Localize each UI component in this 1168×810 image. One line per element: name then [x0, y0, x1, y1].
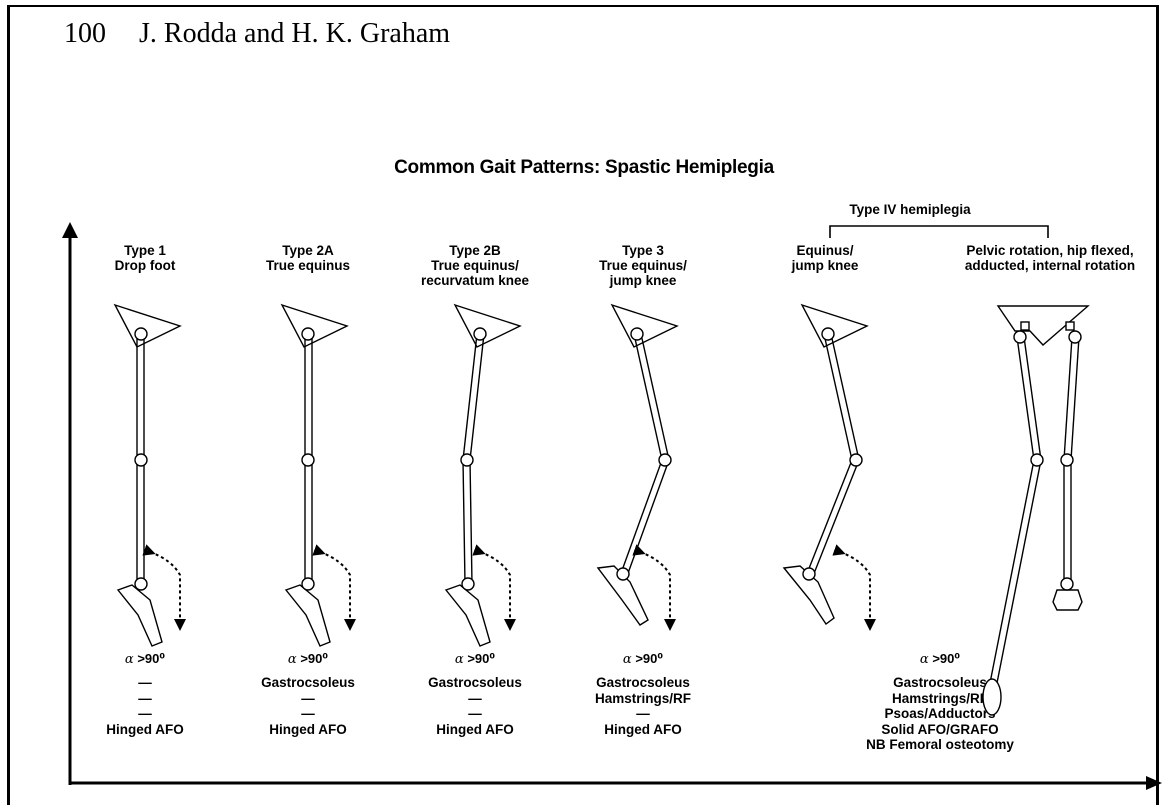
leg-diagram-type2a	[282, 305, 350, 646]
x-axis	[70, 776, 1162, 790]
leg-diagram-type2b	[446, 305, 520, 646]
leg-diagram-type1	[115, 305, 180, 646]
y-axis	[62, 222, 78, 785]
leg-diagram-type4-pelvic	[983, 306, 1088, 715]
type4-bracket	[830, 226, 1048, 238]
leg-diagram-type3	[598, 305, 677, 625]
leg-diagram-type4-equinus	[784, 305, 870, 625]
